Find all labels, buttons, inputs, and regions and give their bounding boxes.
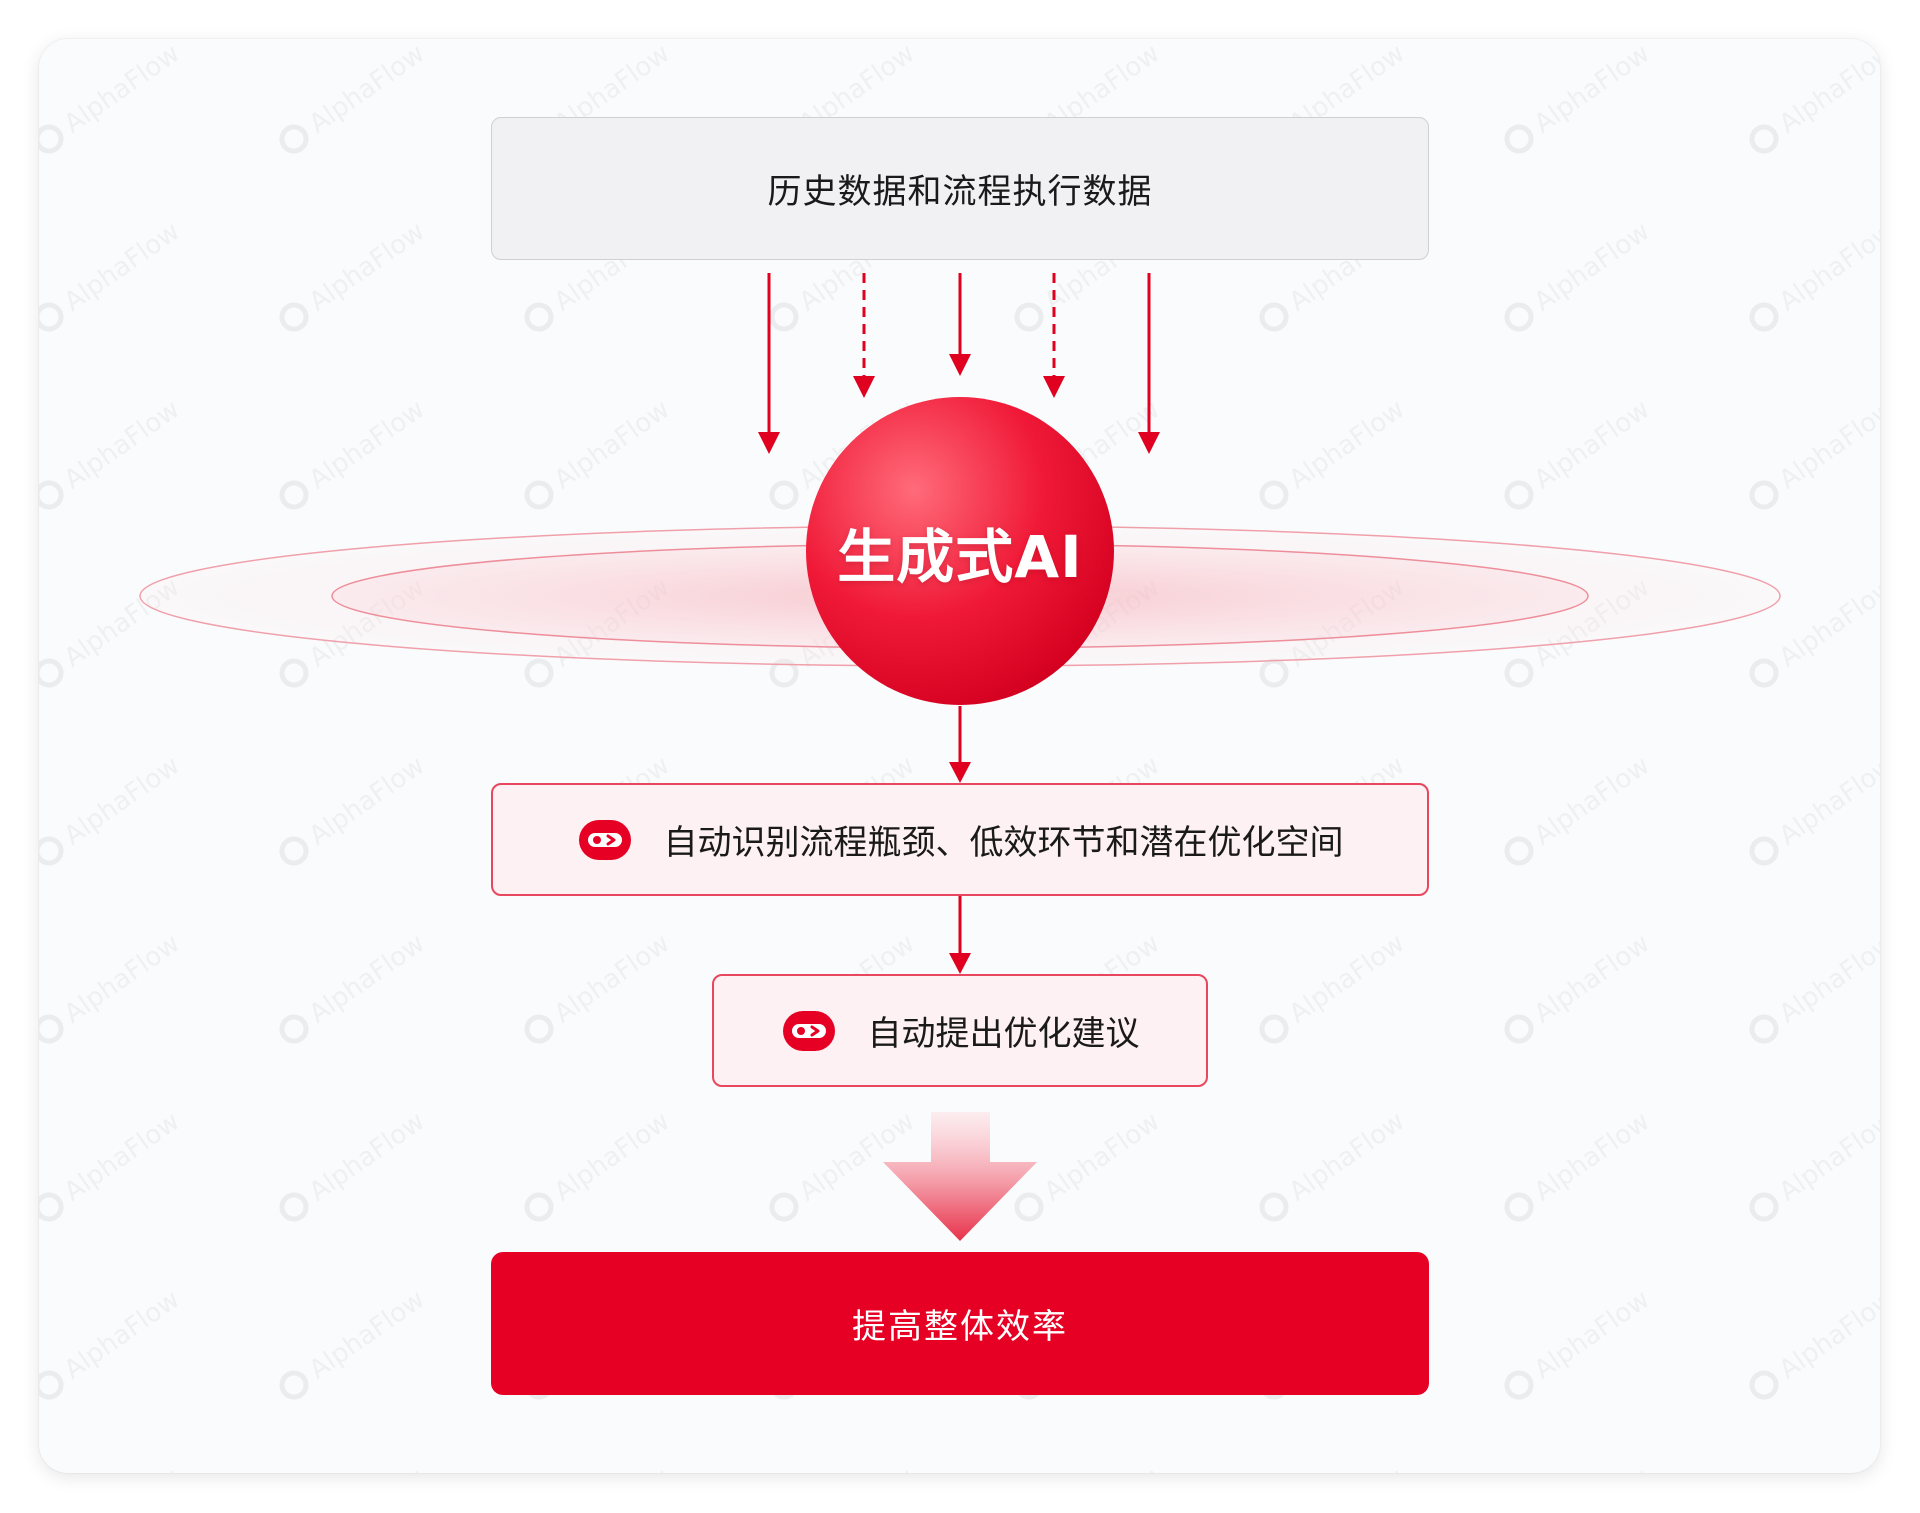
- source-data-box: 历史数据和流程执行数据: [491, 117, 1429, 260]
- ai-core-label-wrap: 生成式AI: [806, 398, 1114, 706]
- ai-core-label: 生成式AI: [837, 523, 1083, 591]
- arrow-step1-to-step2-head: [949, 953, 971, 974]
- input-arrow-4-head: [1043, 376, 1065, 398]
- robot-icon: [578, 819, 631, 860]
- input-arrows: [758, 273, 1160, 454]
- result-box: 提高整体效率: [491, 1252, 1429, 1395]
- step-propose-suggestions: 自动提出优化建议: [712, 974, 1208, 1087]
- step-identify-bottlenecks: 自动识别流程瓶颈、低效环节和潜在优化空间: [491, 783, 1429, 896]
- input-arrow-2-head: [853, 376, 875, 398]
- robot-icon: [782, 1010, 835, 1051]
- ai-sphere: [806, 397, 1114, 705]
- step-identify-label: 自动识别流程瓶颈、低效环节和潜在优化空间: [663, 823, 1344, 863]
- step-propose-label: 自动提出优化建议: [867, 1014, 1140, 1054]
- input-arrow-5-head: [1138, 432, 1160, 454]
- big-arrow-to-result: [883, 1112, 1037, 1241]
- result-label: 提高整体效率: [852, 1307, 1068, 1347]
- source-data-label: 历史数据和流程执行数据: [767, 172, 1153, 212]
- input-arrow-1-head: [758, 432, 780, 454]
- input-arrow-3-head: [949, 354, 971, 376]
- arrow-core-to-step1-head: [949, 762, 971, 783]
